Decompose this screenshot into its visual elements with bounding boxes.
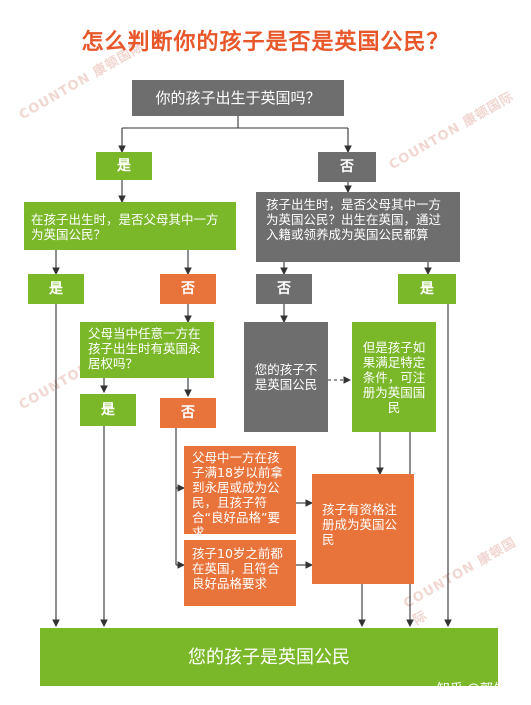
- answer-no: 否: [160, 274, 216, 304]
- question-parent-settled: 父母当中任意一方在孩子出生时有英国永居权吗？: [80, 322, 214, 378]
- question-parent-citizen-detail: 孩子出生时，是否父母其中一方为英国公民？出生在英国，通过入籍或领养成为英国公民都…: [256, 192, 460, 262]
- answer-yes: 是: [80, 394, 136, 426]
- answer-no: 否: [256, 274, 312, 304]
- condition-parent-settled-before-18: 父母中一方在孩子满18岁以前拿到永居或成为公民，且孩子符合“良好品格”要求: [184, 446, 296, 540]
- question-born-in-uk: 你的孩子出生于英国吗？: [132, 80, 344, 116]
- result-is-citizen: 您的孩子是英国公民: [40, 628, 498, 686]
- credit-text: 知乎 @郭先生: [436, 682, 519, 697]
- answer-no: 否: [318, 152, 376, 182]
- question-parent-citizen: 在孩子出生时，是否父母其中一方为英国公民？: [24, 202, 236, 250]
- answer-yes: 是: [96, 152, 152, 180]
- condition-lived-in-uk-until-10: 孩子10岁之前都在英国，且符合良好品格要求: [184, 540, 296, 606]
- page-title: 怎么判断你的孩子是否是英国公民？: [81, 30, 450, 55]
- note-can-register: 但是孩子如果满足特定条件，可注册为英国国民: [352, 322, 436, 432]
- answer-yes: 是: [398, 274, 456, 304]
- result-eligible-to-register: 孩子有资格注册成为英国公民: [312, 474, 414, 584]
- result-not-citizen: 您的孩子不是英国公民: [244, 322, 328, 432]
- answer-no: 否: [160, 398, 216, 428]
- answer-yes: 是: [28, 274, 84, 304]
